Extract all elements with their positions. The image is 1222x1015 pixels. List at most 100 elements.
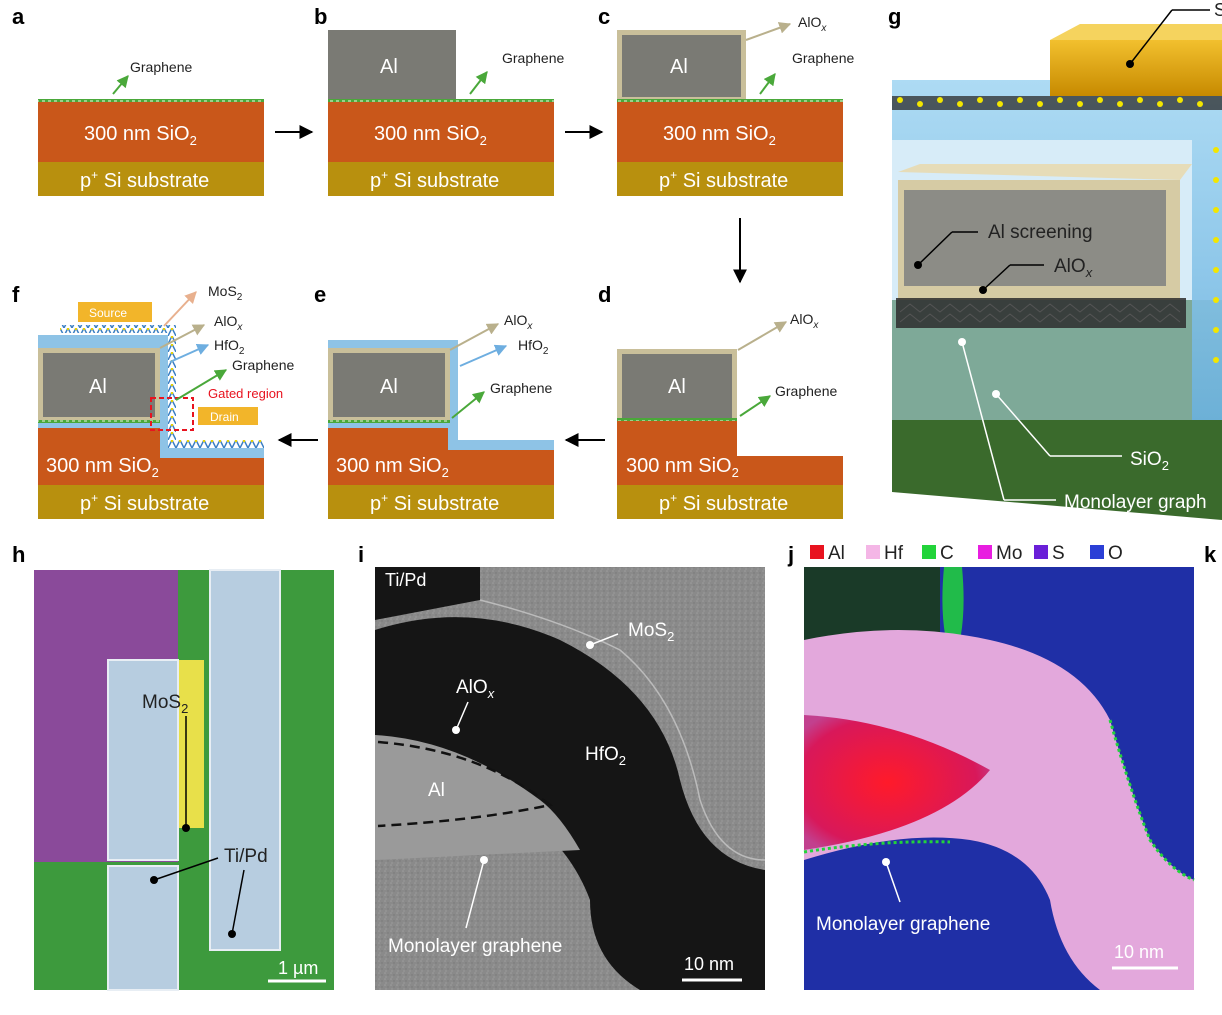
tipd-leader-left bbox=[153, 857, 219, 881]
panel-i: i Ti/Pd MoS2 AlOx HfO2 Al Monolayer grap… bbox=[358, 542, 766, 990]
graphene-label: Graphene bbox=[490, 380, 552, 396]
sio2-layer bbox=[38, 102, 264, 162]
al-label: Al bbox=[428, 780, 445, 801]
tem-hfo2-band bbox=[375, 617, 765, 990]
graphene-hex bbox=[899, 303, 1181, 323]
panel-letter-c: c bbox=[598, 4, 610, 29]
legend-label-hf: Hf bbox=[884, 543, 904, 564]
panel-f: f Al Source Drain MoS2 AlOx HfO2 Graphen… bbox=[12, 282, 294, 519]
panel-letter-h: h bbox=[12, 542, 25, 567]
monolayer-label: Monolayer graphene bbox=[388, 936, 562, 957]
legend-swatch-al bbox=[810, 545, 824, 559]
tem-mos2-line bbox=[479, 599, 766, 861]
alox-label: AlOx bbox=[790, 311, 819, 331]
mos2-atoms bbox=[897, 97, 1219, 363]
monolayer-label: Monolayer graphene bbox=[816, 914, 990, 935]
drain-contact bbox=[198, 407, 258, 425]
graphene-arrow bbox=[759, 73, 776, 95]
source-contact bbox=[78, 302, 152, 322]
al-block bbox=[622, 354, 732, 418]
scale-label: 1 µm bbox=[278, 958, 318, 978]
panel-letter-e: e bbox=[314, 282, 326, 307]
alox-label: AlOx bbox=[456, 677, 495, 701]
hfo2-label: HfO2 bbox=[214, 337, 245, 357]
legend-label-c: C bbox=[940, 543, 954, 564]
graphene-layer bbox=[38, 420, 160, 423]
panel-g: g S bbox=[888, 0, 1222, 520]
legend-swatch-c bbox=[922, 545, 936, 559]
al-label: Al bbox=[668, 376, 686, 398]
graphene-label: Graphene bbox=[232, 357, 294, 373]
sio2-label: 300 nm SiO2 bbox=[374, 123, 487, 148]
alox-arrow bbox=[159, 324, 206, 349]
graphene-arrow bbox=[175, 369, 228, 401]
hfo2-volume bbox=[892, 80, 1222, 420]
source-label: Source bbox=[89, 306, 127, 320]
hfo2-label: HfO2 bbox=[585, 744, 626, 768]
sem-mos2-channel bbox=[178, 660, 204, 828]
source-electrode-top bbox=[1050, 24, 1222, 40]
graphene-lattice bbox=[896, 298, 1186, 328]
tipd-label: Ti/Pd bbox=[385, 570, 426, 590]
al-block bbox=[328, 30, 456, 99]
al-block bbox=[43, 353, 155, 417]
panel-letter-d: d bbox=[598, 282, 611, 307]
sio2-label: 300 nm SiO2 bbox=[626, 455, 739, 480]
sem-tipd-right bbox=[209, 569, 281, 951]
monolayer-leader bbox=[961, 341, 1005, 501]
sio2-layer bbox=[328, 102, 554, 162]
alox-arrow bbox=[449, 323, 500, 351]
gated-region-box bbox=[150, 397, 194, 431]
sio2-layer bbox=[38, 428, 264, 485]
si-label: p+ Si substrate bbox=[80, 491, 209, 515]
mos2-label: MoS2 bbox=[628, 620, 674, 644]
eds-hf-band bbox=[804, 630, 1194, 990]
alox-label: AlOx bbox=[1054, 256, 1093, 280]
alox-leader bbox=[982, 264, 1011, 291]
eds-al-region bbox=[804, 715, 990, 850]
si-substrate-layer bbox=[38, 485, 264, 519]
scale-label: 10 nm bbox=[684, 954, 734, 974]
graphene-layer bbox=[38, 99, 264, 102]
si-label: p+ Si substrate bbox=[659, 168, 788, 192]
si-substrate-layer bbox=[328, 162, 554, 196]
si-substrate-layer bbox=[617, 485, 843, 519]
graphene-layer bbox=[328, 99, 554, 102]
al-slab bbox=[904, 190, 1166, 286]
legend-swatch-mo bbox=[978, 545, 992, 559]
graphene-arrow bbox=[112, 75, 129, 95]
monolayer-leader bbox=[885, 861, 901, 903]
sio2-layer bbox=[617, 102, 843, 162]
tipd-label: Ti/Pd bbox=[224, 846, 268, 867]
hfo2-label: HfO2 bbox=[518, 337, 549, 357]
mos2-label: MoS2 bbox=[208, 283, 243, 303]
al-label: Al bbox=[380, 376, 398, 398]
panel-letter-f: f bbox=[12, 282, 20, 307]
si-substrate-layer bbox=[38, 162, 264, 196]
monolayer-leader bbox=[465, 859, 485, 929]
sem-tipd-left-lower bbox=[107, 865, 179, 991]
graphene-layer bbox=[617, 99, 843, 102]
panel-letter-b: b bbox=[314, 4, 327, 29]
sio2-leader bbox=[995, 393, 1051, 457]
si-label: p+ Si substrate bbox=[370, 168, 499, 192]
panel-b: b Al Graphene 300 nm SiO2 p+ Si substrat… bbox=[314, 4, 564, 196]
legend-label-al: Al bbox=[828, 543, 845, 564]
graphene-layer bbox=[328, 420, 450, 423]
panel-h: h MoS2 Ti/Pd 1 µm bbox=[12, 542, 334, 991]
al-block bbox=[333, 353, 445, 417]
gated-region-label: Gated region bbox=[208, 386, 283, 401]
legend-label-mo: Mo bbox=[996, 543, 1022, 564]
sio2-label: 300 nm SiO2 bbox=[84, 123, 197, 148]
alox-leader bbox=[455, 701, 469, 731]
alox-top bbox=[898, 164, 1192, 180]
graphene-layer bbox=[617, 418, 737, 421]
tem-tipd-region bbox=[375, 567, 480, 620]
tipd-leader-right bbox=[231, 869, 245, 935]
panel-letter-i: i bbox=[358, 542, 364, 567]
graphene-label: Graphene bbox=[130, 59, 192, 75]
al-screening-label: Al screening bbox=[988, 222, 1093, 243]
graphene-arrow bbox=[451, 391, 485, 419]
